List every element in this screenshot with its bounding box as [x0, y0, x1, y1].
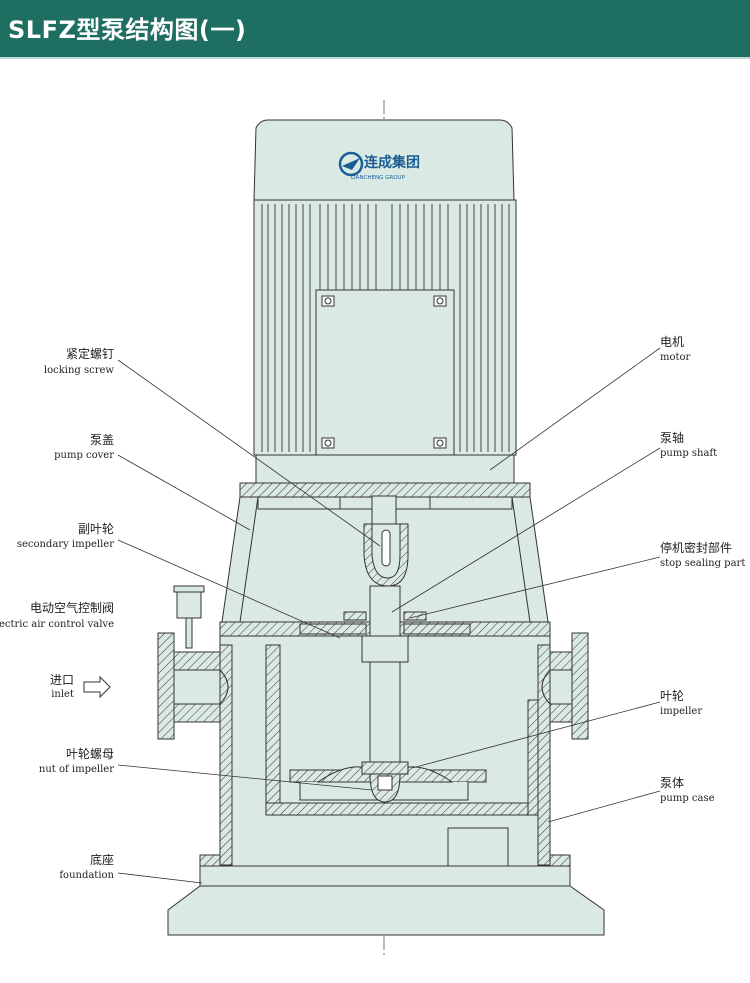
label-locking-screw-en: locking screw	[44, 365, 115, 376]
label-stop-sealing-en: stop sealing part	[660, 558, 745, 569]
label-pump-cover-cn: 泵盖	[90, 433, 114, 447]
inlet-arrow-icon	[83, 675, 111, 699]
label-air-valve-cn: 电动空气控制阀	[30, 600, 114, 615]
label-pump-case-en: pump case	[660, 793, 715, 804]
label-motor-en: motor	[660, 352, 691, 363]
label-pump-case-cn: 泵体	[660, 776, 684, 790]
label-pump-cover-en: pump cover	[54, 450, 114, 461]
label-secondary-impeller-cn: 副叶轮	[78, 522, 114, 536]
label-foundation-en: foundation	[59, 870, 114, 881]
label-foundation-cn: 底座	[90, 852, 114, 867]
air-control-valve	[173, 585, 205, 649]
leader-lines	[117, 347, 661, 884]
pump-shaft	[361, 495, 409, 773]
impeller	[289, 761, 487, 803]
label-pump-shaft-en: pump shaft	[660, 448, 717, 459]
label-impeller-en: impeller	[660, 706, 702, 717]
label-impeller-cn: 叶轮	[660, 689, 684, 703]
label-air-valve-en: electric air control valve	[0, 619, 114, 630]
logo-brand-cn: 连成集团	[364, 154, 420, 171]
label-nut-of-impeller-en: nut of impeller	[39, 764, 114, 775]
page-title: SLFZ型泵结构图(一)	[8, 16, 247, 44]
label-pump-shaft-cn: 泵轴	[660, 430, 684, 445]
stop-sealing-part	[299, 611, 471, 635]
header-divider	[0, 57, 750, 59]
label-nut-of-impeller-cn: 叶轮螺母	[66, 747, 114, 761]
label-secondary-impeller-en: secondary impeller	[17, 539, 114, 550]
lian-cheng-logo: 连成集团 LIANCHENG GROUP	[338, 151, 420, 181]
outlet-nozzle	[541, 632, 589, 740]
header-bar: SLFZ型泵结构图(一)	[0, 0, 750, 57]
inlet-nozzle	[157, 632, 229, 740]
logo-brand-en: LIANCHENG GROUP	[351, 175, 406, 181]
label-locking-screw-cn: 紧定螺钉	[66, 346, 114, 361]
motor	[253, 119, 517, 484]
label-inlet-cn: 进口	[50, 673, 74, 687]
label-stop-sealing-cn: 停机密封部件	[660, 540, 732, 555]
label-inlet-en: inlet	[51, 689, 74, 700]
foundation	[167, 865, 605, 936]
label-motor-cn: 电机	[660, 335, 684, 349]
